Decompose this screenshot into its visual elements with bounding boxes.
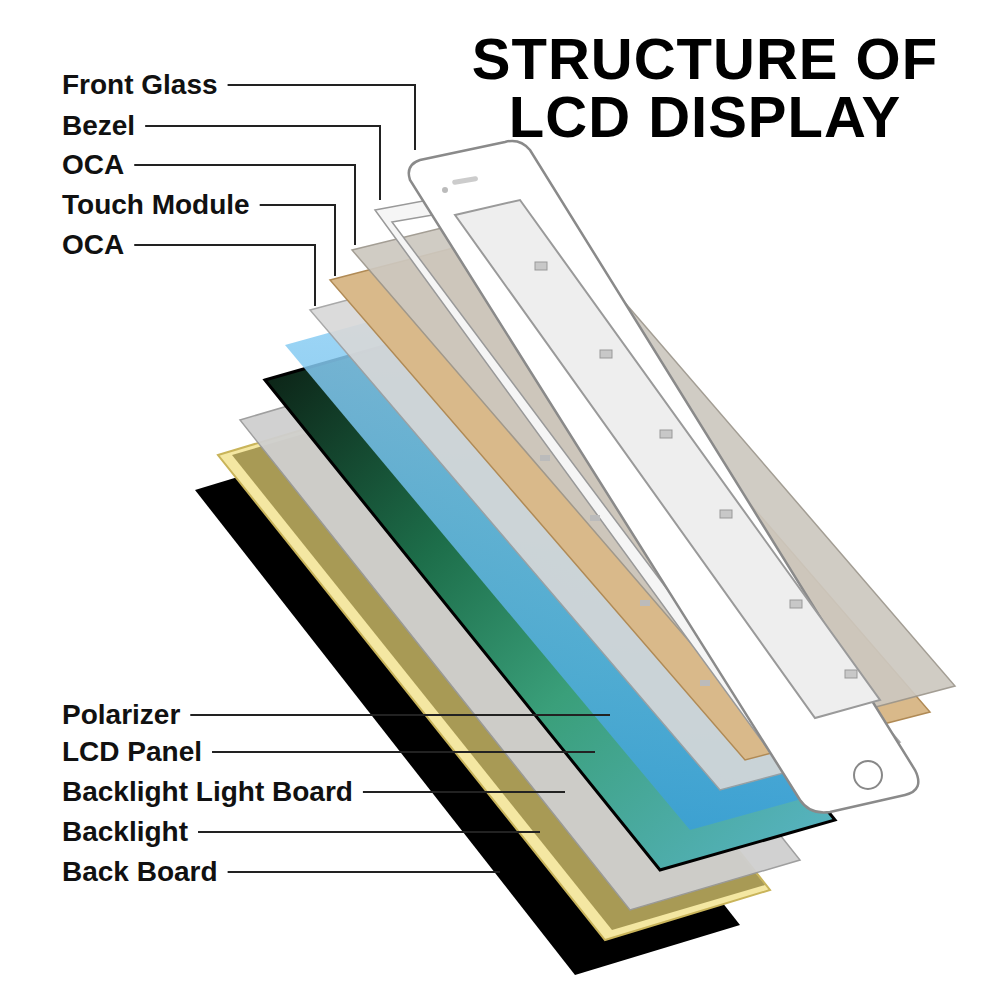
leader-line xyxy=(145,126,380,200)
part-label: OCA xyxy=(62,229,124,261)
part-label: Touch Module xyxy=(62,189,250,221)
part-label: Back Board xyxy=(62,856,218,888)
leader-line xyxy=(363,791,565,793)
leader-line xyxy=(228,85,415,150)
diagram-title: STRUCTURE OF LCD DISPLAY xyxy=(430,30,980,146)
front-camera xyxy=(442,187,448,193)
part-label: LCD Panel xyxy=(62,736,202,768)
frame-clips xyxy=(535,262,857,678)
front-glass xyxy=(409,141,919,813)
part-label: Backlight xyxy=(62,816,188,848)
glass-window xyxy=(455,200,880,718)
part-label: OCA xyxy=(62,149,124,181)
part-label: Backlight Light Board xyxy=(62,776,353,808)
earpiece xyxy=(452,176,478,185)
part-label: Bezel xyxy=(62,110,135,142)
part-label: Polarizer xyxy=(62,699,180,731)
leader-line xyxy=(212,751,595,753)
leader-line xyxy=(228,871,500,873)
leader-line xyxy=(134,245,315,306)
leader-line xyxy=(198,831,540,833)
home-button xyxy=(854,761,882,789)
leader-line xyxy=(260,205,335,276)
leader-line xyxy=(190,714,610,716)
part-label: Front Glass xyxy=(62,69,218,101)
